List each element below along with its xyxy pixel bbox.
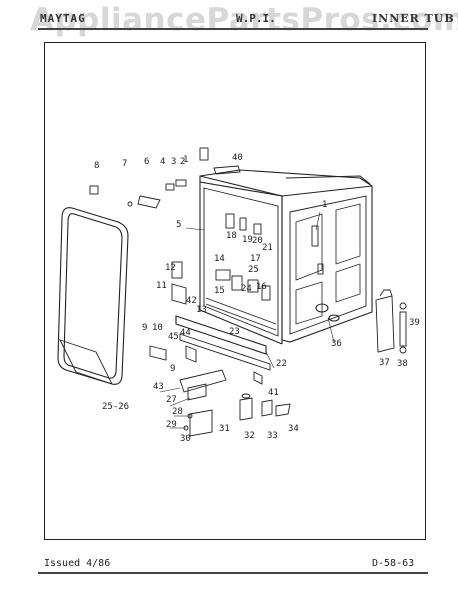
lower-hardware: [239, 371, 291, 421]
callout-14: 14: [214, 254, 225, 264]
callout-29: 29: [166, 420, 177, 430]
issue-date: Issued 4/86: [44, 558, 111, 569]
callout-34: 34: [288, 424, 299, 434]
door-gasket: [57, 207, 129, 385]
callout-5: 5: [176, 220, 181, 230]
callout-3: 3: [171, 157, 176, 167]
side-parts: [375, 289, 407, 354]
callout-6: 6: [144, 157, 149, 167]
callout-1: 1: [322, 200, 327, 210]
callout-36: 36: [331, 339, 342, 349]
callout-33: 33: [267, 431, 278, 441]
watermark: AppliancePartsPros.com: [30, 2, 458, 38]
inner-tub: [199, 169, 373, 345]
callout-27: 27: [166, 395, 177, 405]
callout-45: 45: [168, 332, 179, 342]
footer-rule: [38, 572, 428, 574]
callout-32: 32: [244, 431, 255, 441]
diagram-frame: [44, 42, 426, 540]
callout-25-26: 25-26: [102, 402, 129, 412]
callout-15: 15: [214, 286, 225, 296]
diagram-code: D-58-63: [372, 558, 415, 569]
callout-9: 9: [142, 323, 147, 333]
callout-2: 2: [180, 157, 185, 167]
callout-21: 21: [262, 243, 273, 253]
callout-13: 13: [196, 305, 207, 315]
callout-12: 12: [165, 263, 176, 273]
callout-28: 28: [172, 407, 183, 417]
callout-17: 17: [250, 254, 261, 264]
callout-9: 9: [170, 364, 175, 374]
callout-11: 11: [156, 281, 167, 291]
callout-24: 24: [241, 284, 252, 294]
callout-44: 44: [180, 328, 191, 338]
callout-10: 10: [152, 323, 163, 333]
leader-lines: [159, 211, 335, 429]
callout-31: 31: [219, 424, 230, 434]
callout-38: 38: [397, 359, 408, 369]
callout-22: 22: [276, 359, 287, 369]
callout-23: 23: [229, 327, 240, 337]
callout-4: 4: [160, 157, 165, 167]
callout-25: 25: [248, 265, 259, 275]
callout-39: 39: [409, 318, 420, 328]
door-latch-assembly: [149, 345, 227, 437]
header-section-title: INNER TUB: [372, 12, 455, 25]
callout-30: 30: [180, 434, 191, 444]
callout-20: 20: [252, 236, 263, 246]
header-model: W.P.I.: [236, 12, 276, 25]
callout-7: 7: [122, 159, 127, 169]
callout-42: 42: [186, 296, 197, 306]
header-brand: MAYTAG: [40, 12, 86, 25]
callout-43: 43: [153, 382, 164, 392]
callout-8: 8: [94, 161, 99, 171]
callout-1: 1: [183, 155, 188, 165]
toe-panel-strip: [175, 315, 271, 371]
callout-19: 19: [242, 235, 253, 245]
callout-40: 40: [232, 153, 243, 163]
callout-41: 41: [268, 388, 279, 398]
callout-18: 18: [226, 231, 237, 241]
interior-parts: [205, 213, 324, 331]
callout-37: 37: [379, 358, 390, 368]
hinge-parts: [89, 147, 241, 305]
callout-16: 16: [256, 282, 267, 292]
header-rule: [38, 28, 428, 30]
